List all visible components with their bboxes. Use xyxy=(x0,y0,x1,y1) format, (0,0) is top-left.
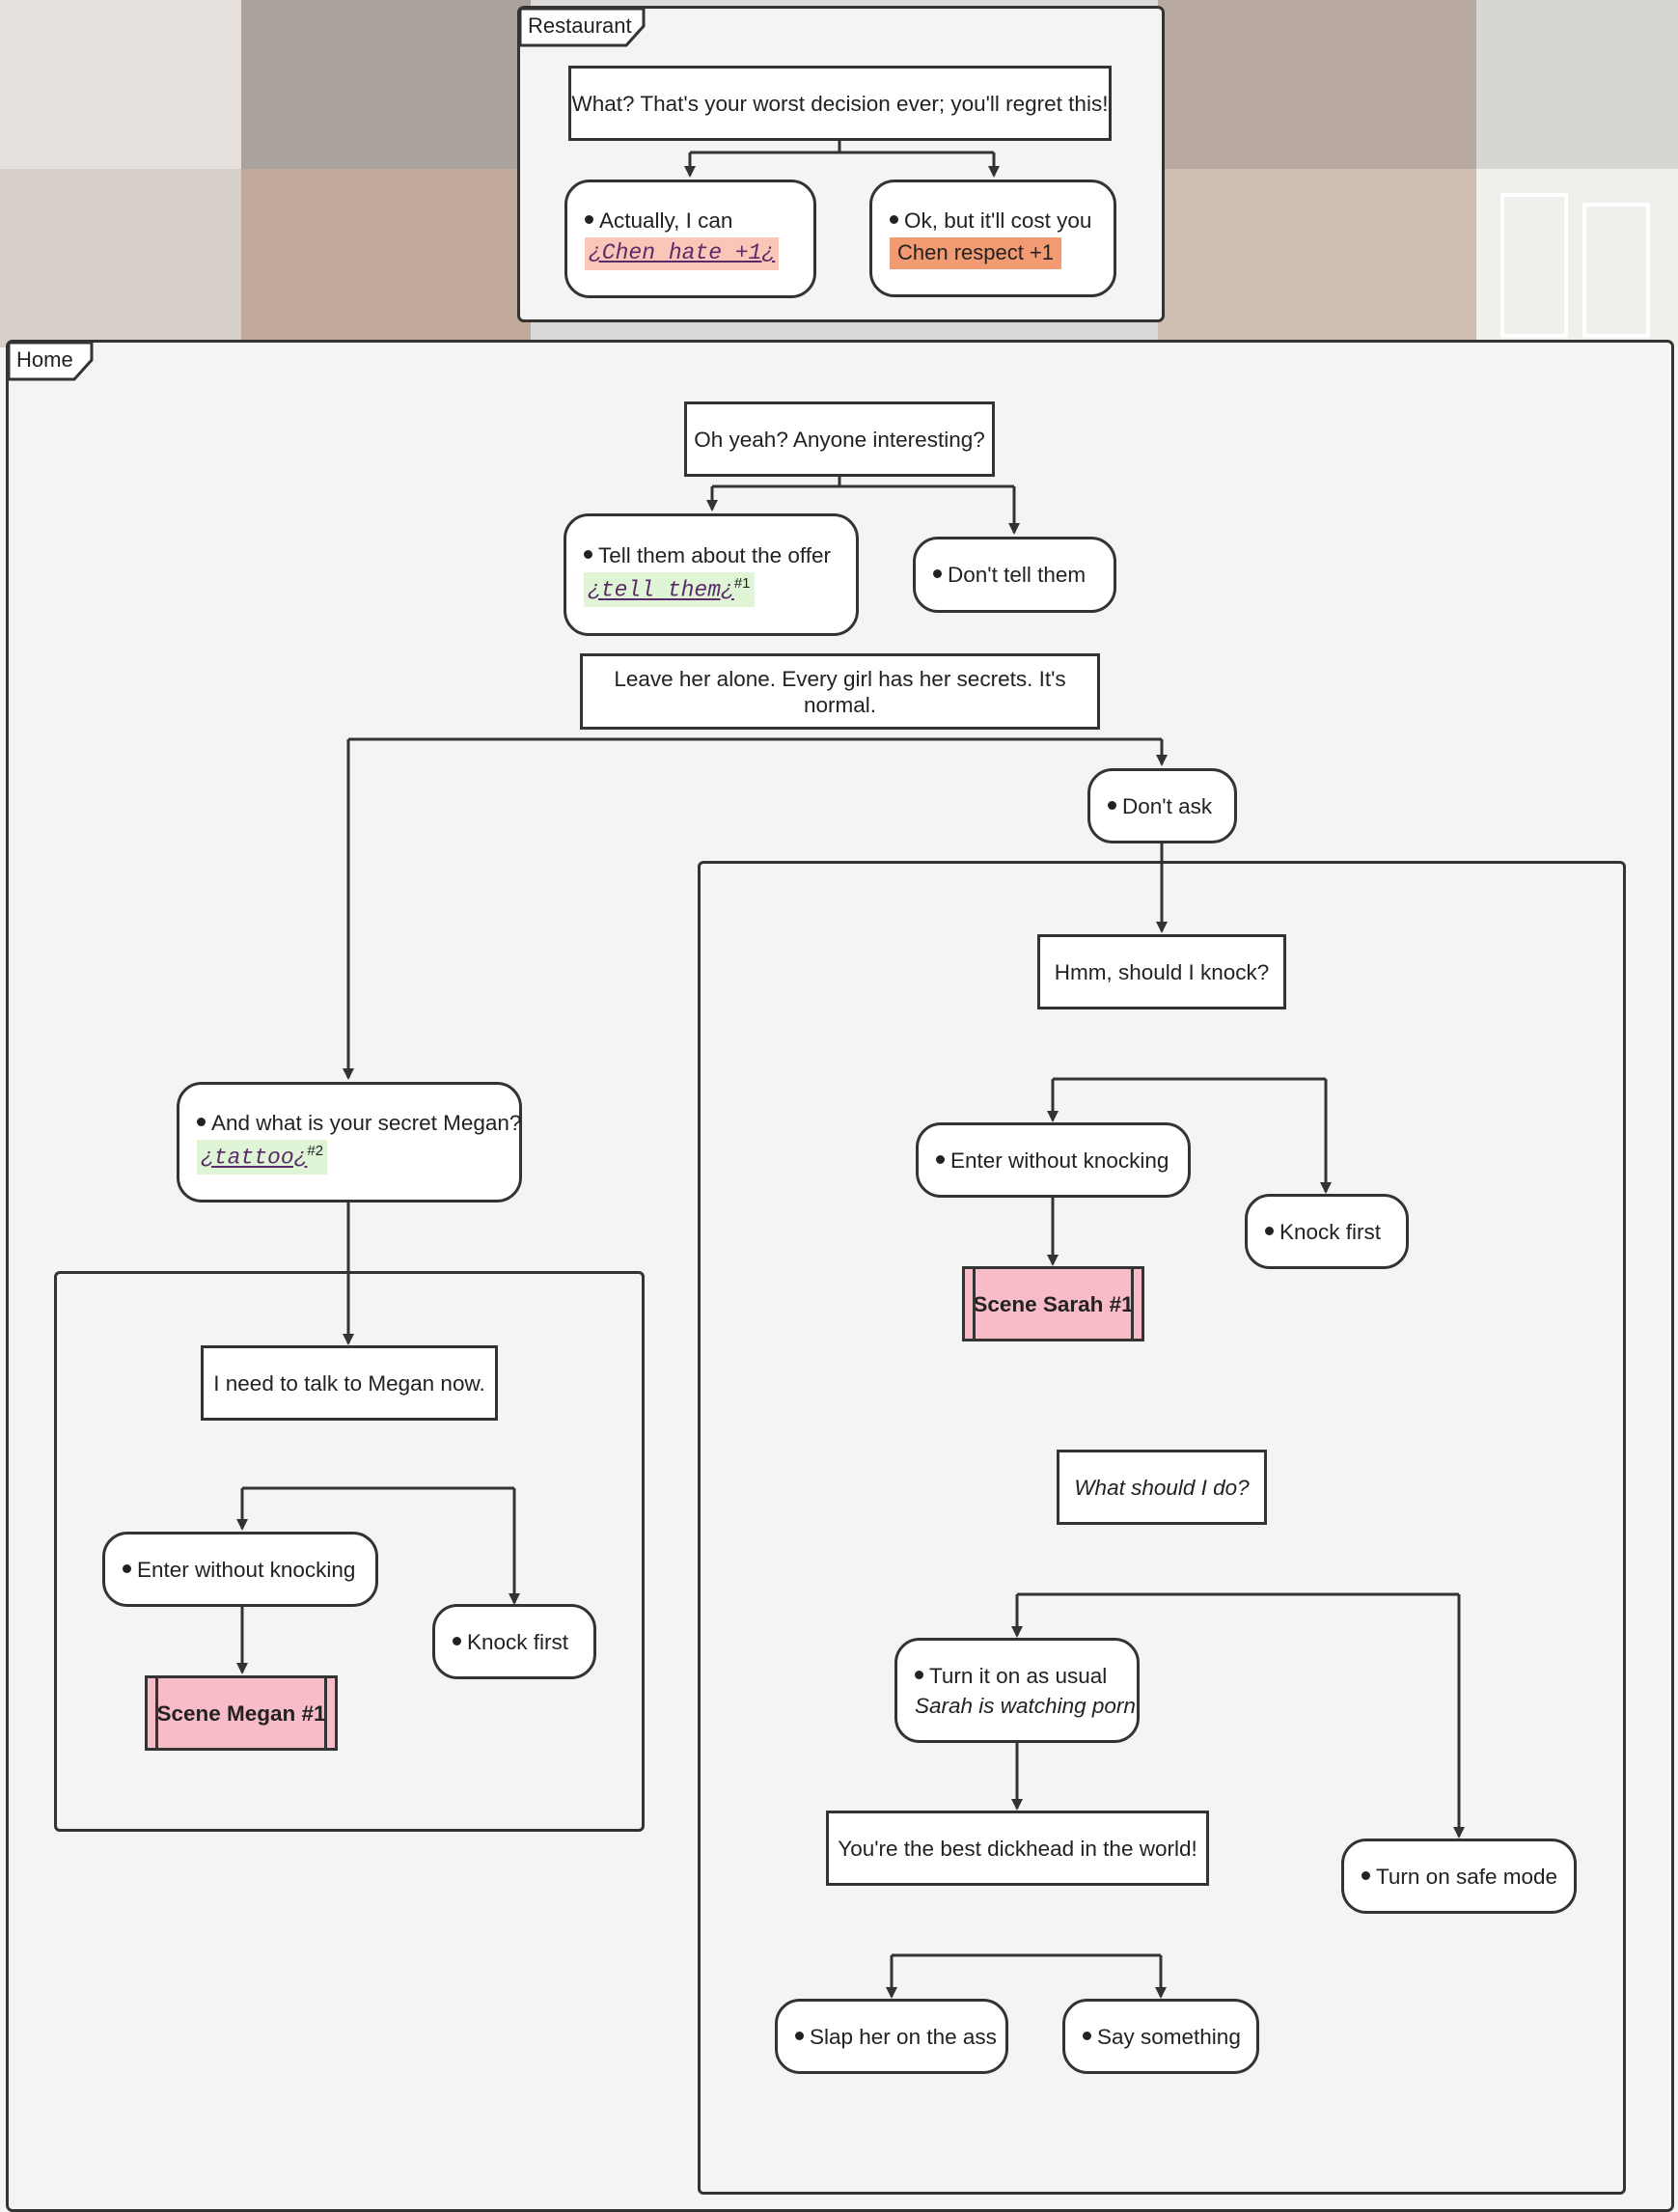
choice-turn-on-usual[interactable]: Turn it on as usual Sarah is watching po… xyxy=(894,1638,1140,1743)
speech-text: Leave her alone. Every girl has her secr… xyxy=(614,666,1066,717)
variable-tag: ¿tattoo¿#2 xyxy=(197,1139,328,1175)
bullet-icon xyxy=(584,549,592,559)
speech-talk-to-megan: I need to talk to Megan now. xyxy=(201,1345,498,1421)
bullet-icon xyxy=(1362,1870,1370,1880)
bullet-icon xyxy=(1083,2031,1091,2040)
speech-best-dickhead: You're the best dickhead in the world! xyxy=(826,1811,1209,1886)
choice-actually-i-can[interactable]: Actually, I can ¿Chen hate +1¿ xyxy=(564,180,816,298)
speech-anyone-interesting: Oh yeah? Anyone interesting? xyxy=(684,401,995,477)
choice-safe-mode[interactable]: Turn on safe mode xyxy=(1341,1839,1577,1914)
footnote-mark: #1 xyxy=(733,574,751,592)
variable-text: ¿tell them¿ xyxy=(588,577,734,603)
choice-megan-enter[interactable]: Enter without knocking xyxy=(102,1532,378,1607)
scene-megan-1[interactable]: Scene Megan #1 xyxy=(145,1675,338,1751)
choice-label: Actually, I can xyxy=(599,208,733,234)
speech-text: Oh yeah? Anyone interesting? xyxy=(694,427,985,452)
frame-title-restaurant: Restaurant xyxy=(528,14,632,38)
choice-label: Turn on safe mode xyxy=(1376,1864,1558,1889)
choice-label: Knock first xyxy=(1279,1219,1382,1244)
bullet-icon xyxy=(585,215,593,225)
speech-what-should-i-do: What should I do? xyxy=(1057,1450,1267,1525)
footnote-mark: #2 xyxy=(307,1142,324,1159)
speech-text: What should I do? xyxy=(1074,1475,1250,1500)
choice-ok-but-cost[interactable]: Ok, but it'll cost you Chen respect +1 xyxy=(869,180,1116,297)
frame-tab-outline xyxy=(520,9,646,47)
speech-text: You're the best dickhead in the world! xyxy=(838,1836,1197,1861)
choice-label: Ok, but it'll cost you xyxy=(904,208,1092,234)
frame-title-home: Home xyxy=(16,347,73,372)
sarah-branch-group xyxy=(698,861,1626,2195)
choice-label: And what is your secret Megan? xyxy=(211,1110,522,1135)
speech-worst-decision: What? That's your worst decision ever; y… xyxy=(568,66,1112,141)
bullet-icon xyxy=(123,1563,131,1573)
frame-tab-outline xyxy=(9,343,94,381)
choice-label: Say something xyxy=(1097,2024,1241,2049)
choice-label: Enter without knocking xyxy=(137,1557,356,1582)
choice-label: Knock first xyxy=(467,1629,569,1654)
bullet-icon xyxy=(197,1117,206,1126)
choice-dont-tell[interactable]: Don't tell them xyxy=(913,537,1116,613)
scene-label: Scene Sarah #1 xyxy=(973,1291,1134,1316)
bullet-icon xyxy=(795,2031,804,2040)
variable-text: ¿tattoo¿ xyxy=(201,1145,308,1171)
scene-label: Scene Megan #1 xyxy=(156,1700,326,1726)
choice-say-something[interactable]: Say something xyxy=(1062,1999,1259,2074)
bullet-icon xyxy=(933,569,942,578)
choice-label: Don't ask xyxy=(1122,793,1213,818)
speech-text: What? That's your worst decision ever; y… xyxy=(571,91,1109,116)
choice-tell-them[interactable]: Tell them about the offer ¿tell them¿#1 xyxy=(564,513,859,636)
bullet-icon xyxy=(1108,800,1116,810)
choice-note: Sarah is watching porn xyxy=(915,1693,1136,1718)
choice-label: Turn it on as usual xyxy=(929,1663,1108,1688)
choice-dont-ask[interactable]: Don't ask xyxy=(1087,768,1237,843)
bullet-icon xyxy=(1265,1226,1274,1235)
variable-tag: ¿Chen hate +1¿ xyxy=(585,237,780,270)
speech-should-i-knock: Hmm, should I knock? xyxy=(1037,934,1286,1009)
choice-label: Slap her on the ass xyxy=(810,2024,997,2049)
speech-text: I need to talk to Megan now. xyxy=(213,1370,485,1396)
choice-label: Don't tell them xyxy=(948,563,1087,587)
scene-sarah-1[interactable]: Scene Sarah #1 xyxy=(962,1266,1144,1341)
bullet-icon xyxy=(890,215,898,225)
speech-text: Hmm, should I knock? xyxy=(1054,959,1270,984)
bullet-icon xyxy=(453,1636,461,1645)
effect-badge: Chen respect +1 xyxy=(890,237,1062,269)
bullet-icon xyxy=(936,1154,945,1164)
variable-text: ¿Chen hate +1¿ xyxy=(589,240,776,266)
choice-label: Tell them about the offer xyxy=(598,542,831,567)
choice-megan-knock[interactable]: Knock first xyxy=(432,1604,596,1679)
choice-label: Enter without knocking xyxy=(950,1147,1169,1173)
variable-tag: ¿tell them¿#1 xyxy=(584,571,755,608)
speech-leave-her-alone: Leave her alone. Every girl has her secr… xyxy=(580,653,1100,730)
choice-sarah-knock[interactable]: Knock first xyxy=(1245,1194,1409,1269)
choice-secret-megan[interactable]: And what is your secret Megan? ¿tattoo¿#… xyxy=(177,1082,522,1203)
bullet-icon xyxy=(915,1670,923,1679)
choice-sarah-enter[interactable]: Enter without knocking xyxy=(916,1122,1191,1198)
choice-slap[interactable]: Slap her on the ass xyxy=(775,1999,1008,2074)
